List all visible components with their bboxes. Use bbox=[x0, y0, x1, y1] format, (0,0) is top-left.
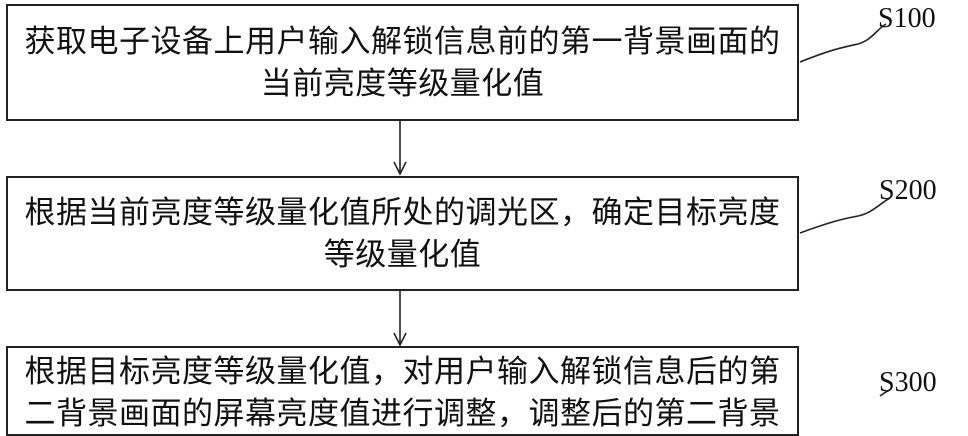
step-text-s300: 根据目标亮度等级量化值，对用户输入解锁信息后的第 二背景画面的屏幕亮度值进行调整… bbox=[17, 348, 789, 435]
leader-s300 bbox=[879, 389, 891, 397]
step-text-s100: 获取电子设备上用户输入解锁信息前的第一背景画面的 当前亮度等级量化值 bbox=[17, 21, 789, 105]
arrowhead-2-to-3 bbox=[393, 332, 407, 347]
step-text-line: 等级量化值 bbox=[323, 236, 482, 273]
step-box-s300: 根据目标亮度等级量化值，对用户输入解锁信息后的第 二背景画面的屏幕亮度值进行调整… bbox=[6, 346, 799, 436]
flowchart-connectors bbox=[393, 23, 891, 397]
leader-s200 bbox=[799, 197, 891, 234]
step-label-s200: S200 bbox=[879, 175, 937, 206]
step-text-line: 根据当前亮度等级量化值所处的调光区，确定目标亮度 bbox=[24, 194, 781, 231]
step-text-line: 当前亮度等级量化值 bbox=[260, 65, 545, 102]
arrowhead-1-to-2 bbox=[393, 161, 407, 176]
step-box-s200: 根据当前亮度等级量化值所处的调光区，确定目标亮度 等级量化值 bbox=[6, 176, 799, 291]
step-text-line: 二背景画面的屏幕亮度值进行调整，调整后的第二背景 bbox=[24, 396, 781, 432]
step-label-s100: S100 bbox=[878, 3, 936, 34]
leader-s100 bbox=[799, 23, 887, 63]
step-label-s300: S300 bbox=[879, 367, 937, 398]
step-text-line: 获取电子设备上用户输入解锁信息前的第一背景画面的 bbox=[24, 23, 781, 60]
step-text-line: 根据目标亮度等级量化值，对用户输入解锁信息后的第 bbox=[24, 354, 781, 390]
step-text-s200: 根据当前亮度等级量化值所处的调光区，确定目标亮度 等级量化值 bbox=[17, 192, 789, 276]
step-box-s100: 获取电子设备上用户输入解锁信息前的第一背景画面的 当前亮度等级量化值 bbox=[6, 4, 799, 121]
